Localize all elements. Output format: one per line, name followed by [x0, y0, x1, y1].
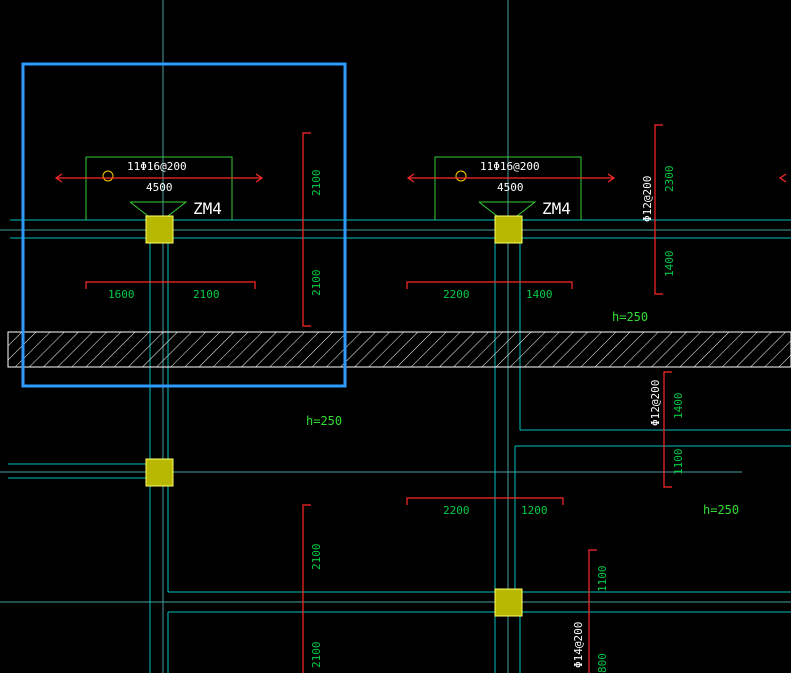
- rebar-arrow: [54, 173, 63, 183]
- vertical-bracket: [302, 504, 311, 673]
- vertical-bracket: [663, 371, 672, 488]
- cap-trapezoid: [129, 201, 188, 217]
- dimension-text: 2100: [310, 170, 323, 197]
- dimension-text: 1100: [596, 566, 609, 593]
- cap-rebar-lines: [54, 173, 787, 183]
- horizontal-bracket: [406, 281, 573, 289]
- dimension-text: 2100: [310, 270, 323, 297]
- dimension-text: 1400: [672, 393, 685, 420]
- cap-outline: [85, 156, 233, 220]
- dimension-text: 2200: [443, 504, 470, 517]
- column[interactable]: [145, 458, 174, 487]
- vertical-bracket: [302, 132, 311, 327]
- vertical-bracket: [588, 549, 597, 673]
- cap-rebar-label: 11Φ16@200: [480, 160, 540, 173]
- rebar-label: Φ12@200: [641, 176, 654, 222]
- rebar-arrow: [607, 173, 616, 183]
- height-label: h=250: [306, 414, 342, 428]
- cap-hole: [102, 170, 114, 182]
- rebar-label: Φ12@200: [649, 380, 662, 426]
- columns: [145, 215, 523, 617]
- dimension-text: 1400: [526, 288, 553, 301]
- cap-hole: [455, 170, 467, 182]
- rebar-arrow: [255, 173, 264, 183]
- dimension-text: 800: [596, 653, 609, 673]
- wall-lines: [8, 219, 791, 673]
- hatched-beam[interactable]: [7, 331, 791, 368]
- height-label: h=250: [703, 503, 739, 517]
- selection-rectangle[interactable]: [21, 62, 347, 388]
- column[interactable]: [494, 588, 523, 617]
- cap-trapezoid: [478, 201, 537, 217]
- dimension-text: 1400: [663, 251, 676, 278]
- dimension-text: 2300: [663, 166, 676, 193]
- slab-height-labels: h=250 h=250 h=250: [306, 310, 739, 517]
- horizontal-bracket: [406, 497, 564, 505]
- column[interactable]: [145, 215, 174, 244]
- cap-width-label: 4500: [497, 181, 524, 194]
- cap-outline: [434, 156, 582, 220]
- rebar-labels: Φ12@200 Φ12@200 Φ14@200: [572, 176, 662, 668]
- vertical-dimensions: 2100 2100 2300 1400 1400 1100 2100 2100 …: [310, 166, 685, 673]
- column[interactable]: [494, 215, 523, 244]
- dimension-text: 1600: [108, 288, 135, 301]
- rebar-label: Φ14@200: [572, 622, 585, 668]
- red-dimension-brackets: [85, 124, 672, 673]
- rebar-arrow: [778, 173, 787, 183]
- vertical-bracket: [654, 124, 663, 295]
- horizontal-bracket: [85, 281, 256, 289]
- horizontal-dimensions: 1600 2100 2200 1400 2200 1200: [108, 288, 553, 517]
- cap-tag-label: ZM4: [542, 199, 571, 218]
- dimension-text: 1100: [672, 449, 685, 476]
- height-label: h=250: [612, 310, 648, 324]
- dimension-text: 2100: [193, 288, 220, 301]
- rebar-arrow: [406, 173, 415, 183]
- dimension-text: 2100: [310, 544, 323, 571]
- cap-labels: 11Φ16@200 4500 ZM4 11Φ16@200 4500 ZM4: [127, 160, 571, 218]
- cap-tag-label: ZM4: [193, 199, 222, 218]
- cap-rebar-label: 11Φ16@200: [127, 160, 187, 173]
- dimension-text: 1200: [521, 504, 548, 517]
- dimension-text: 2200: [443, 288, 470, 301]
- dimension-text: 2100: [310, 642, 323, 669]
- cap-width-label: 4500: [146, 181, 173, 194]
